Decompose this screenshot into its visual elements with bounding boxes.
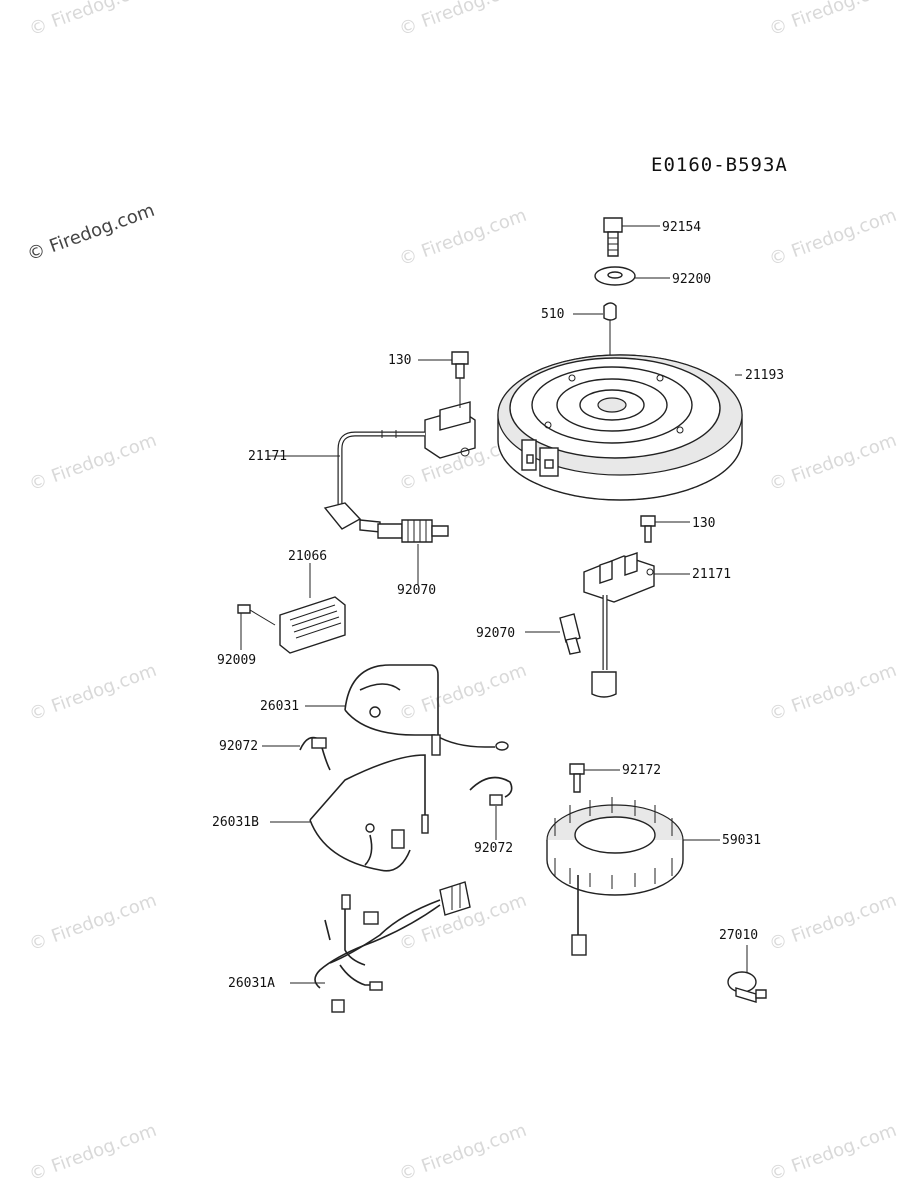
part-label-92154[interactable]: 92154 <box>662 220 702 235</box>
part-label-21171-upper[interactable]: 21171 <box>248 449 288 464</box>
part-label-21171-lower[interactable]: 21171 <box>692 567 732 582</box>
spark-plug-upper-drawing <box>377 519 449 585</box>
flywheel-21193-drawing <box>497 354 743 501</box>
part-label-26031[interactable]: 26031 <box>260 699 300 714</box>
harness-26031A-drawing <box>290 881 471 1013</box>
part-label-92072-left[interactable]: 92072 <box>219 739 259 754</box>
part-label-92200[interactable]: 92200 <box>672 272 712 287</box>
part-label-510[interactable]: 510 <box>541 307 565 322</box>
ignition-coil-upper-drawing <box>268 378 476 533</box>
part-label-27010[interactable]: 27010 <box>719 928 759 943</box>
regulator-21066-drawing <box>237 563 346 654</box>
part-label-92072-right[interactable]: 92072 <box>474 841 514 856</box>
ignition-coil-lower-drawing <box>583 552 690 698</box>
bolt-92154-drawing <box>603 217 660 257</box>
diagram-code: E0160-B593A <box>651 154 788 176</box>
stator-59031-drawing <box>546 797 720 956</box>
part-label-130-lower[interactable]: 130 <box>692 516 716 531</box>
spark-plug-lower-drawing <box>525 613 581 655</box>
washer-92200-drawing <box>594 266 670 286</box>
part-label-26031A[interactable]: 26031A <box>228 976 275 991</box>
part-label-92172[interactable]: 92172 <box>622 763 662 778</box>
part-label-130-upper[interactable]: 130 <box>388 353 412 368</box>
part-label-26031B[interactable]: 26031B <box>212 815 259 830</box>
bolt-130-lower-drawing <box>640 515 690 543</box>
part-label-92070-upper[interactable]: 92070 <box>397 583 437 598</box>
clip-92072-left-drawing <box>262 736 331 771</box>
bolt-130-upper-drawing <box>418 351 469 379</box>
part-label-92070-lower[interactable]: 92070 <box>476 626 516 641</box>
bolt-92172-drawing <box>569 763 620 793</box>
part-label-59031[interactable]: 59031 <box>722 833 762 848</box>
harness-26031B-drawing <box>270 754 429 872</box>
part-label-92009[interactable]: 92009 <box>217 653 257 668</box>
switch-27010-drawing <box>727 945 767 1003</box>
clip-92072-right-drawing <box>469 776 513 840</box>
part-label-21193[interactable]: 21193 <box>745 368 785 383</box>
part-label-21066[interactable]: 21066 <box>288 549 328 564</box>
harness-26031-drawing <box>305 664 509 756</box>
